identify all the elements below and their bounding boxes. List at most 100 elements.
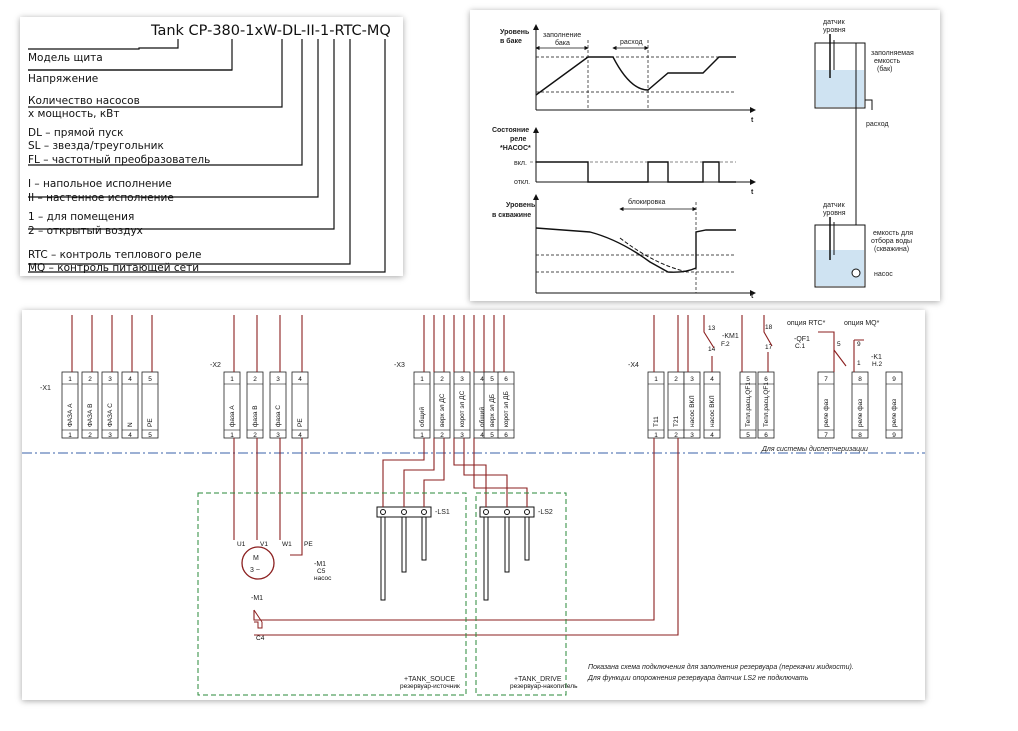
t-label-3: t bbox=[751, 293, 754, 300]
terminal-name: ФАЗА А bbox=[67, 403, 74, 427]
ls2-sensor bbox=[479, 506, 535, 601]
tank-drive-sub: резервуар-накопитель bbox=[510, 683, 578, 690]
terminal-name: реле фаз bbox=[891, 399, 898, 427]
node-13: 13 bbox=[708, 325, 716, 332]
terminal-number-bottom: 2 bbox=[440, 432, 444, 439]
w1-label: W1 bbox=[282, 541, 292, 548]
terminal-number: 7 bbox=[824, 376, 828, 383]
km1-sub: F.2 bbox=[721, 341, 730, 348]
option-mq: опция MQ* bbox=[844, 320, 880, 327]
terminal-number: 3 bbox=[690, 376, 694, 383]
terminal-name: ФАЗА С bbox=[107, 403, 114, 427]
tank1-label-3: (бак) bbox=[877, 65, 892, 73]
terminal-number: 2 bbox=[440, 376, 444, 383]
terminal-name: общий bbox=[418, 407, 426, 427]
terminal-name: фаза В bbox=[252, 405, 259, 427]
terminal-number-bottom: 6 bbox=[504, 432, 508, 439]
terminal-number-bottom: 3 bbox=[276, 432, 280, 439]
terminal-number-bottom: 4 bbox=[298, 432, 302, 439]
model-label: Модель щита bbox=[28, 52, 103, 64]
terminal-name: верх эл ДС bbox=[439, 393, 446, 427]
terminal-name: PE bbox=[297, 418, 304, 427]
tank-source-label: +TANK_SOUCE bbox=[404, 676, 455, 683]
relay-contacts bbox=[677, 315, 864, 372]
terminal-number: 6 bbox=[764, 376, 768, 383]
node-17: 17 bbox=[765, 344, 773, 351]
terminal-name: фаза С bbox=[275, 405, 282, 427]
model-code-diagram: Tank CP-380-1xW-DL-II-1-RTC-MQ Модель щи… bbox=[28, 23, 391, 274]
x1-terminal-4: 44N bbox=[121, 371, 139, 439]
node-9: 9 bbox=[857, 341, 861, 348]
terminal-number: 3 bbox=[460, 376, 464, 383]
qf1-label: -QF1 bbox=[794, 336, 810, 343]
env1-label: 1 – для помещения bbox=[28, 211, 134, 223]
sensor2-label-1: датчик bbox=[823, 202, 846, 209]
m1-sub: C5 bbox=[317, 568, 326, 575]
tank1-label-2: емкость bbox=[874, 58, 900, 65]
terminal-number: 5 bbox=[746, 376, 750, 383]
t-label-2: t bbox=[751, 189, 754, 196]
pe-label: PE bbox=[304, 541, 313, 548]
option-rtc: опция RTC* bbox=[787, 320, 826, 327]
terminal-name: N bbox=[127, 422, 134, 427]
c4-label: C4 bbox=[256, 635, 265, 642]
m1-label: -M1 bbox=[314, 561, 326, 568]
terminal-number: 5 bbox=[490, 376, 494, 383]
note-line-2: Для функции опорожнения резервуара датчи… bbox=[587, 674, 809, 682]
tank2-label-2: отбора воды bbox=[871, 237, 912, 245]
voltage-label: Напряжение bbox=[28, 73, 98, 85]
terminal-number-bottom: 4 bbox=[480, 432, 484, 439]
filling-label-2: бака bbox=[555, 39, 570, 47]
model-code-panel: Tank CP-380-1xW-DL-II-1-RTC-MQ Модель щи… bbox=[20, 17, 403, 276]
terminal-number: 3 bbox=[108, 376, 112, 383]
terminal-number-bottom: 5 bbox=[490, 432, 494, 439]
x3-terminal-2: 2 2 верх эл ДС bbox=[433, 371, 451, 439]
terminal-number-bottom: 6 bbox=[764, 432, 768, 439]
terminal-name: ФАЗА В bbox=[87, 404, 94, 427]
ls1-label: -LS1 bbox=[435, 509, 450, 516]
terminal-number: 4 bbox=[298, 376, 302, 383]
terminal-number-bottom: 4 bbox=[710, 432, 714, 439]
terminal-name: Тепл.расц.QF1 bbox=[763, 382, 770, 427]
terminal-number-bottom: 3 bbox=[460, 432, 464, 439]
relay-state-curve bbox=[536, 161, 736, 183]
terminal-number-bottom: 1 bbox=[654, 432, 658, 439]
x2-label: -X2 bbox=[210, 362, 221, 369]
x3-label: -X3 bbox=[394, 362, 405, 369]
terminal-number: 5 bbox=[148, 376, 152, 383]
terminal-name: корот эл ДБ bbox=[503, 391, 510, 427]
sensor2-label-2: уровня bbox=[823, 210, 846, 217]
tank2-label-3: (скважина) bbox=[874, 246, 909, 253]
thermal-contact bbox=[253, 609, 263, 629]
terminal-number: 4 bbox=[480, 376, 484, 383]
terminal-number-bottom: 5 bbox=[148, 432, 152, 439]
terminal-name: насос ВКЛ bbox=[709, 395, 716, 427]
terminal-number-bottom: 4 bbox=[128, 432, 132, 439]
dl-label: DL – прямой пуск bbox=[28, 127, 123, 139]
terminal-number-bottom: 3 bbox=[690, 432, 694, 439]
env2-label: 2 – открытый воздух bbox=[28, 225, 143, 237]
timing-diagram: Уровень в баке заполнение бака расход t … bbox=[492, 19, 914, 300]
terminal-number-bottom: 2 bbox=[674, 432, 678, 439]
terminal-name: реле фаз bbox=[823, 399, 830, 427]
terminal-name: Тепл.расц.QF1 bbox=[745, 382, 752, 427]
sl-label: SL – звезда/треугольник bbox=[28, 140, 164, 152]
terminal-number: 4 bbox=[128, 376, 132, 383]
terminal-number: 1 bbox=[654, 376, 658, 383]
terminal-name: T21 bbox=[673, 415, 680, 427]
outflow-label: расход bbox=[866, 121, 889, 128]
sensor1-label-2: уровня bbox=[823, 27, 846, 34]
terminal-number: 1 bbox=[230, 376, 234, 383]
node-1: 1 bbox=[857, 360, 861, 367]
x4-label: -X4 bbox=[628, 362, 639, 369]
tank-level-label-2: в баке bbox=[500, 37, 522, 45]
